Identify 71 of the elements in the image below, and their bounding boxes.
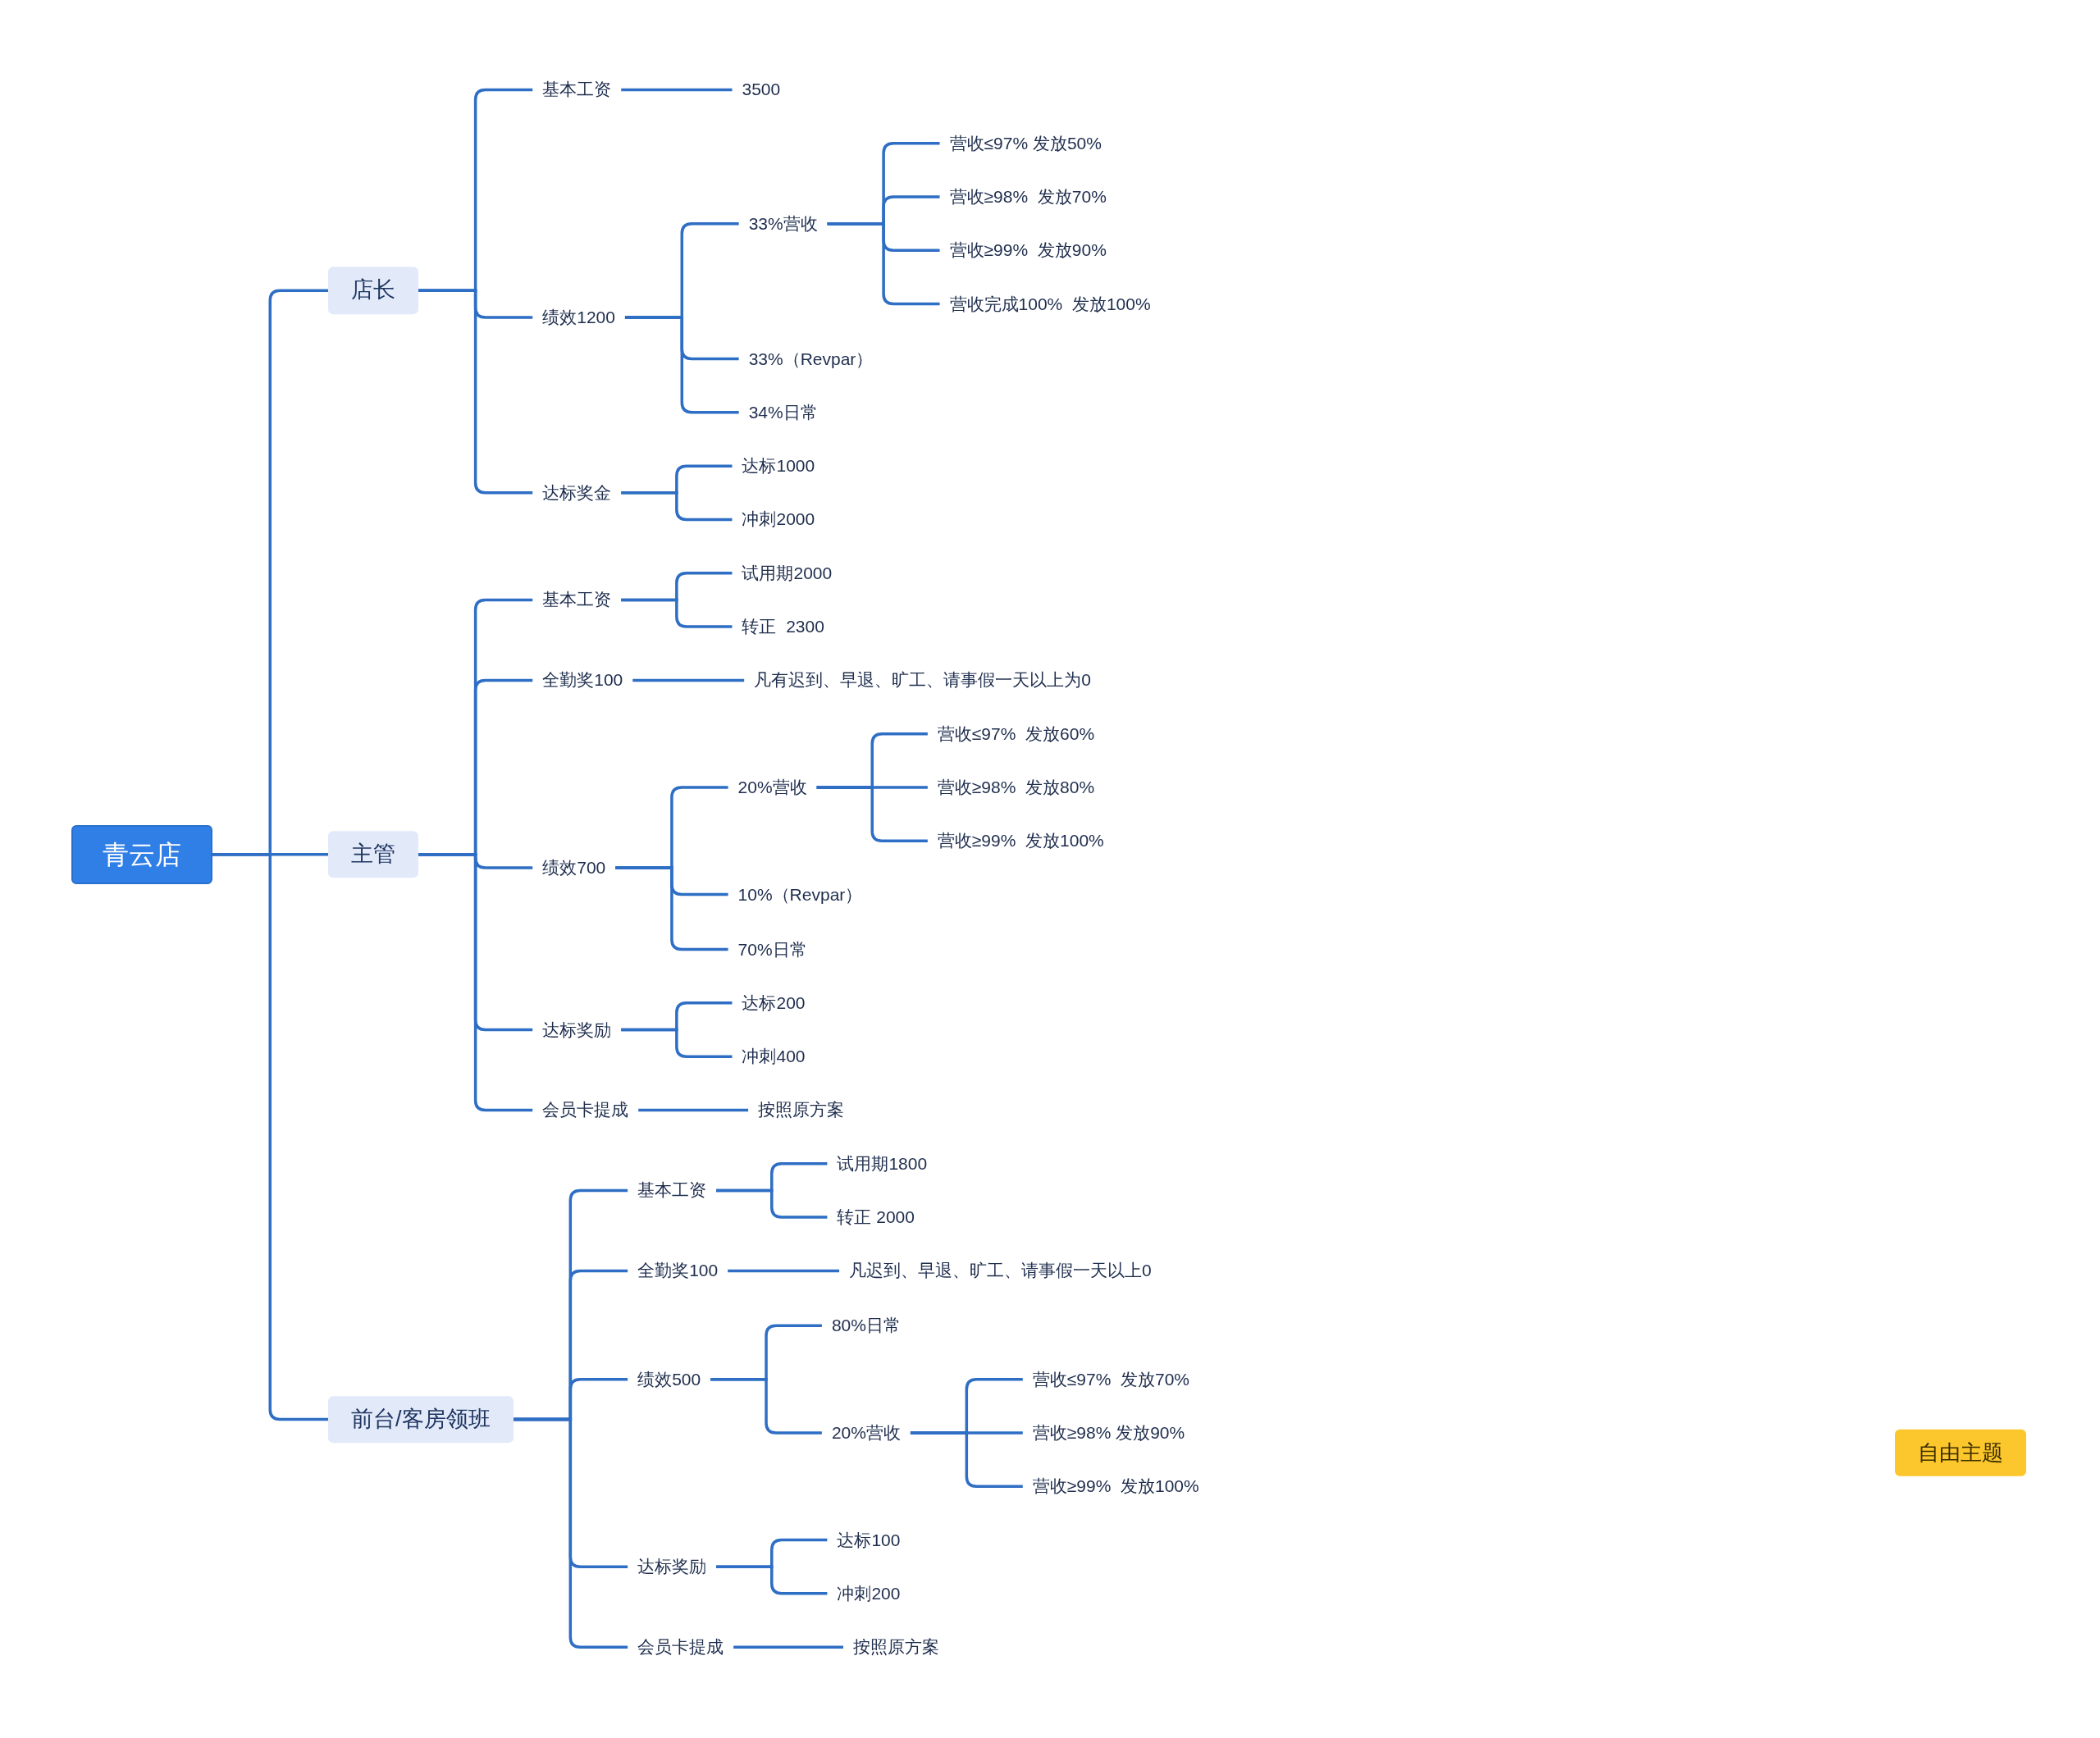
connector-line — [816, 786, 928, 843]
branch-topic-box: 主管 — [328, 830, 418, 878]
connector-line — [910, 1431, 1023, 1488]
topic-text: 营收≤97% 发放70% — [1022, 1365, 1200, 1394]
topic-text: 3500 — [732, 75, 791, 104]
topic-text: 营收≥99% 发放100% — [1022, 1472, 1209, 1501]
topic-text: 达标1000 — [732, 452, 825, 481]
topic-text: 试用期2000 — [732, 559, 842, 587]
topic-text: 营收完成100% 发放100% — [939, 290, 1161, 318]
topic-text: 会员卡提成 — [532, 1096, 639, 1124]
connector-line — [513, 1417, 628, 1649]
topic-text: 冲刺200 — [827, 1579, 911, 1608]
topic-text: 营收≥98% 发放80% — [927, 773, 1105, 802]
topic-text: 达标200 — [732, 988, 815, 1017]
connector-line — [710, 1377, 822, 1435]
topic-text: 凡迟到、早退、旷工、请事假一天以上0 — [839, 1257, 1162, 1285]
topic-text: 转正 2300 — [732, 612, 834, 641]
topic-text: 80%日常 — [821, 1311, 911, 1340]
topic-text: 达标奖金 — [532, 478, 622, 507]
topic-text: 绩效700 — [532, 853, 616, 883]
topic-text: 营收≥98% 发放90% — [1022, 1418, 1195, 1448]
branch-topic-box: 店长 — [328, 267, 418, 315]
connector-line — [615, 866, 728, 951]
floating-topic-box: 自由主题 — [1895, 1430, 2027, 1476]
topic-text: 33%营收 — [738, 209, 828, 238]
connector-line — [621, 88, 733, 92]
connector-line — [827, 221, 940, 306]
connector-line — [728, 1269, 840, 1273]
topic-text: 全勤奖100 — [628, 1257, 728, 1285]
connector-line — [716, 1188, 828, 1219]
topic-text: 营收≤97% 发放50% — [939, 129, 1112, 157]
connector-line — [418, 852, 533, 1112]
topic-text: 基本工资 — [532, 586, 622, 614]
topic-text: 34%日常 — [738, 398, 828, 427]
root-topic-box: 青云店 — [71, 824, 212, 884]
topic-text: 70%日常 — [728, 935, 817, 964]
topic-text: 绩效500 — [628, 1365, 711, 1394]
connector-line — [716, 1565, 828, 1595]
topic-text: 营收≥99% 发放90% — [939, 236, 1116, 265]
topic-text: 试用期1800 — [827, 1149, 938, 1178]
topic-text: 营收≥99% 发放100% — [927, 827, 1114, 855]
topic-text: 按照原方案 — [843, 1633, 949, 1662]
topic-text: 达标奖励 — [628, 1553, 717, 1581]
connector-line — [733, 1645, 843, 1649]
connector-line — [418, 289, 533, 495]
topic-text: 10%（Revpar） — [728, 880, 873, 909]
connector-line — [621, 491, 733, 522]
topic-text: 全勤奖100 — [532, 666, 633, 695]
topic-text: 冲刺400 — [732, 1042, 815, 1071]
topic-text: 转正 2000 — [827, 1202, 924, 1232]
topic-text: 基本工资 — [628, 1176, 717, 1205]
connector-line — [621, 1028, 733, 1058]
topic-text: 凡有迟到、早退、旷工、请事假一天以上为0 — [744, 666, 1101, 695]
topic-text: 营收≥98% 发放70% — [939, 182, 1116, 212]
topic-text: 20%营收 — [821, 1418, 911, 1448]
topic-text: 绩效1200 — [532, 303, 625, 332]
connector-line — [621, 598, 733, 628]
topic-text: 会员卡提成 — [628, 1633, 734, 1662]
branch-topic-box: 前台/客房领班 — [328, 1395, 514, 1444]
topic-text: 冲刺2000 — [732, 505, 825, 534]
connector-line — [624, 316, 739, 414]
connector-line — [632, 678, 745, 682]
topic-text: 基本工资 — [532, 75, 622, 104]
topic-text: 达标奖励 — [532, 1015, 622, 1044]
topic-text: 33%（Revpar） — [738, 344, 883, 373]
topic-text: 营收≤97% 发放60% — [927, 719, 1105, 748]
connector-line — [638, 1108, 749, 1112]
topic-text: 按照原方案 — [748, 1096, 855, 1124]
topic-text: 20%营收 — [728, 773, 817, 802]
connector-line — [212, 852, 328, 1421]
topic-text: 达标100 — [827, 1526, 911, 1554]
